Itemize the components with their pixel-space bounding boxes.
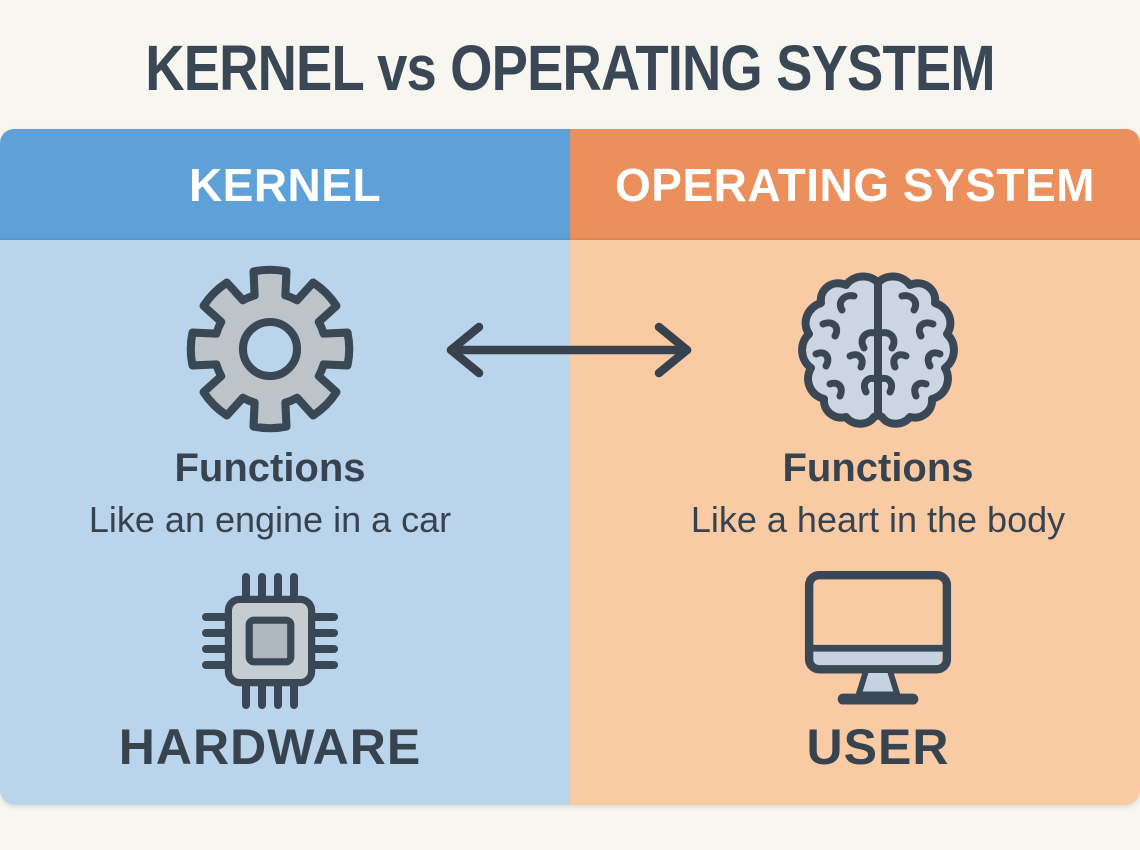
os-function-caption: Like a heart in the body — [690, 499, 1066, 540]
monitor-icon — [804, 571, 952, 705]
kernel-header-label: KERNEL — [188, 158, 382, 211]
os-function-title: Functions — [782, 446, 974, 490]
bidirectional-arrow-icon — [446, 322, 692, 378]
kernel-column-header: KERNEL — [0, 129, 570, 240]
kernel-interacts-label: HARDWARE — [118, 719, 422, 775]
kernel-function-caption: Like an engine in a car — [88, 499, 452, 540]
os-interacts-label: USER — [806, 719, 950, 775]
brain-icon — [778, 248, 978, 448]
os-header-label: OPERATING SYSTEM — [615, 158, 1095, 211]
chip-icon — [202, 573, 338, 709]
kernel-function-title: Functions — [174, 446, 366, 490]
os-column-header: OPERATING SYSTEM — [570, 129, 1140, 240]
gear-icon — [186, 265, 354, 433]
page-title: KERNEL vs OPERATING SYSTEM — [145, 32, 995, 104]
comparison-panel: KERNEL OPERATING SYSTEM — [0, 129, 1140, 805]
